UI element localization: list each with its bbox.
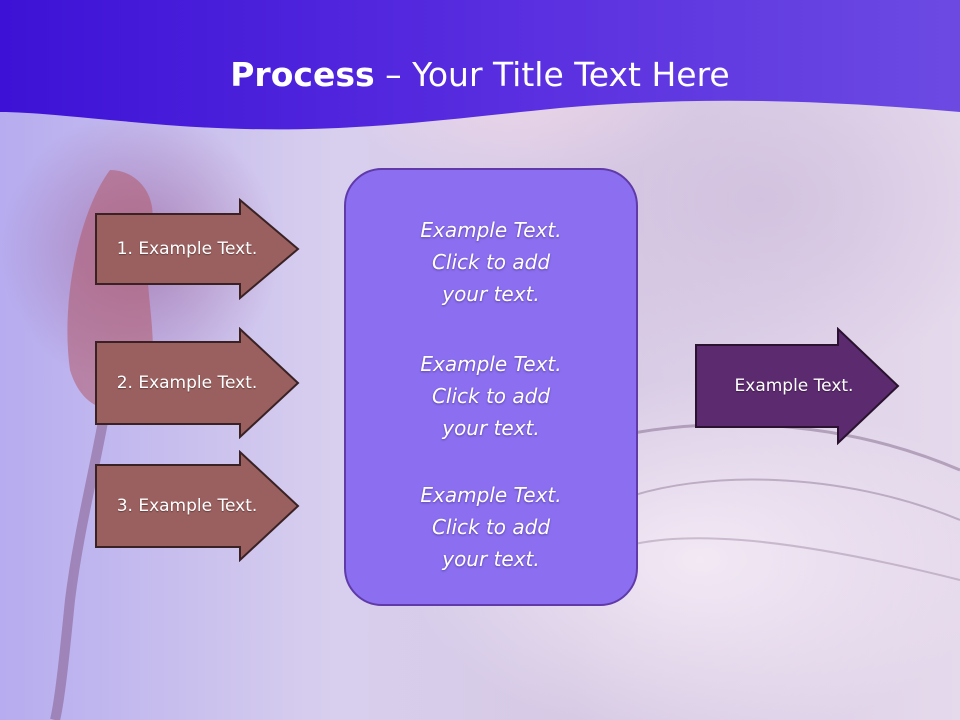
result-arrow[interactable]: Example Text.	[694, 327, 900, 445]
center-text-block-1: Example Text. Click to add your text.	[346, 214, 636, 310]
block-line: your text.	[442, 547, 540, 571]
title-bold: Process	[230, 55, 375, 94]
step-arrow-2[interactable]: 2. Example Text.	[94, 327, 300, 439]
block-line: Click to add	[431, 515, 551, 539]
step-label-1: 1. Example Text.	[116, 239, 258, 259]
right-arrow-icon	[695, 327, 900, 445]
block-line: Click to add	[431, 250, 551, 274]
right-arrow-icon	[95, 327, 300, 439]
step-label-2: 2. Example Text.	[116, 373, 258, 393]
title-rest: – Your Title Text Here	[374, 55, 730, 94]
right-arrow-icon	[95, 450, 300, 562]
center-text-block-3: Example Text. Click to add your text.	[346, 479, 636, 575]
block-line: Example Text.	[420, 218, 562, 242]
center-text-block-2: Example Text. Click to add your text.	[346, 348, 636, 444]
page-title: Process – Your Title Text Here	[0, 50, 960, 100]
block-line: your text.	[442, 416, 540, 440]
block-line: Example Text.	[420, 352, 562, 376]
block-line: Example Text.	[420, 483, 562, 507]
right-arrow-icon	[95, 198, 300, 300]
header-band: Process – Your Title Text Here	[0, 0, 960, 140]
step-arrow-1[interactable]: 1. Example Text.	[94, 198, 300, 300]
step-label-3: 3. Example Text.	[116, 496, 258, 516]
block-line: Click to add	[431, 384, 551, 408]
result-label: Example Text.	[734, 376, 854, 396]
center-text-box[interactable]: Example Text. Click to add your text. Ex…	[344, 168, 638, 606]
block-line: your text.	[442, 282, 540, 306]
step-arrow-3[interactable]: 3. Example Text.	[94, 450, 300, 562]
